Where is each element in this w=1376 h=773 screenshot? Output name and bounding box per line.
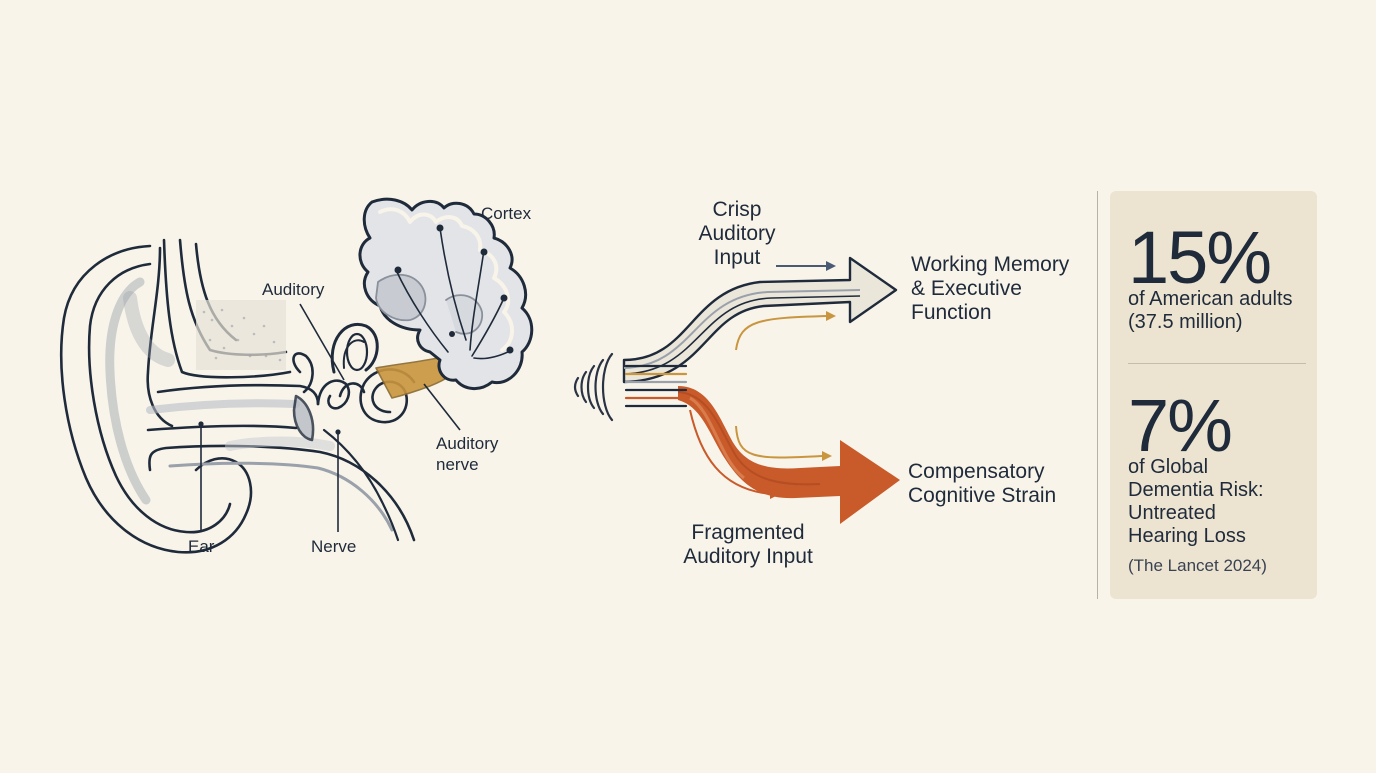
stat-dementia-desc: of Global Dementia Risk: Untreated Heari… bbox=[1128, 456, 1267, 577]
stat-dementia-desc-line2: Dementia Risk: bbox=[1128, 479, 1264, 501]
label-cortex: Cortex bbox=[481, 204, 532, 223]
pinna-inner bbox=[87, 262, 232, 534]
stat-dementia-value: 7% bbox=[1128, 384, 1233, 467]
label-working-line3: Function bbox=[911, 301, 992, 324]
leader-auditory-nerve bbox=[423, 383, 461, 431]
strain-band bbox=[678, 386, 900, 524]
leader-lines bbox=[200, 303, 461, 532]
stat-dementia-desc-line1: of Global bbox=[1128, 456, 1209, 478]
label-fragmented-input: Fragmented Auditory Input bbox=[672, 521, 824, 569]
label-compensatory: Compensatory Cognitive Strain bbox=[908, 460, 1056, 508]
leader-auditory bbox=[299, 303, 345, 381]
label-working-line2: & Executive bbox=[911, 277, 1022, 300]
neural-pathway-4 bbox=[471, 297, 505, 357]
bone-texture bbox=[202, 308, 282, 362]
eardrum bbox=[292, 394, 315, 442]
neural-pathway-1 bbox=[395, 269, 449, 353]
stat-dementia-desc-line3: Untreated bbox=[1128, 502, 1216, 524]
label-comp-line1: Compensatory bbox=[908, 460, 1045, 483]
label-frag-line2: Auditory Input bbox=[683, 545, 813, 568]
ear-canal-lower bbox=[146, 424, 298, 432]
label-working-memory: Working Memory & Executive Function bbox=[911, 253, 1069, 325]
label-crisp-line3: Input bbox=[713, 246, 761, 269]
pinna-outer bbox=[59, 244, 253, 554]
ear-illustration bbox=[59, 238, 479, 554]
crisp-flow bbox=[622, 256, 898, 384]
gold-arrow-top bbox=[735, 311, 836, 351]
skull-line-1 bbox=[162, 238, 292, 379]
stat-divider bbox=[1128, 363, 1306, 364]
label-auditory-nerve-line2: nerve bbox=[436, 455, 479, 474]
stat-source: (The Lancet 2024) bbox=[1128, 556, 1267, 575]
crisp-band bbox=[622, 256, 898, 384]
label-auditory: Auditory bbox=[262, 280, 325, 299]
label-crisp-input: Crisp Auditory Input bbox=[690, 198, 784, 270]
label-working-line1: Working Memory bbox=[911, 253, 1070, 276]
leader-dot-ear bbox=[198, 421, 204, 427]
gold-arrow-bottom bbox=[735, 425, 832, 461]
stat-american-value: 15% bbox=[1128, 216, 1272, 299]
crisp-arrow-top bbox=[776, 261, 836, 271]
label-nerve: Nerve bbox=[311, 537, 357, 556]
stat-american-desc: of American adults (37.5 million) bbox=[1128, 288, 1293, 334]
stat-american-desc-line1: of American adults bbox=[1128, 288, 1293, 310]
cortex-outline bbox=[358, 197, 534, 390]
antihelix bbox=[146, 246, 174, 428]
stats-panel: 15% of American adults (37.5 million) 7%… bbox=[1110, 191, 1317, 599]
label-comp-line2: Cognitive Strain bbox=[908, 484, 1057, 507]
label-ear: Ear bbox=[188, 537, 215, 556]
ear-canal-upper bbox=[156, 383, 320, 406]
panel-divider bbox=[1097, 191, 1098, 599]
ossicles bbox=[316, 379, 351, 410]
input-lines bbox=[624, 364, 688, 408]
neuron-nodes bbox=[394, 224, 514, 354]
semicircular-canals bbox=[330, 322, 379, 374]
sound-wave-icon bbox=[573, 352, 614, 422]
stat-dementia-desc-line4: Hearing Loss bbox=[1128, 525, 1246, 547]
fragmented-flow bbox=[677, 386, 900, 524]
brain-illustration bbox=[358, 197, 534, 390]
label-auditory-nerve-line1: Auditory bbox=[436, 434, 499, 453]
label-crisp-line1: Crisp bbox=[712, 198, 762, 221]
orange-arrow-bottom bbox=[689, 409, 780, 499]
neural-pathway-2 bbox=[439, 227, 467, 341]
label-crisp-line2: Auditory bbox=[698, 222, 776, 245]
cochlea bbox=[359, 368, 416, 424]
leader-dot-nerve bbox=[335, 429, 341, 435]
neural-pathway-3 bbox=[469, 249, 485, 351]
lower-canal bbox=[148, 444, 416, 542]
stat-american-desc-line2: (37.5 million) bbox=[1128, 311, 1243, 333]
label-frag-line1: Fragmented bbox=[691, 521, 805, 544]
label-auditory-nerve: Auditory nerve bbox=[436, 433, 498, 475]
